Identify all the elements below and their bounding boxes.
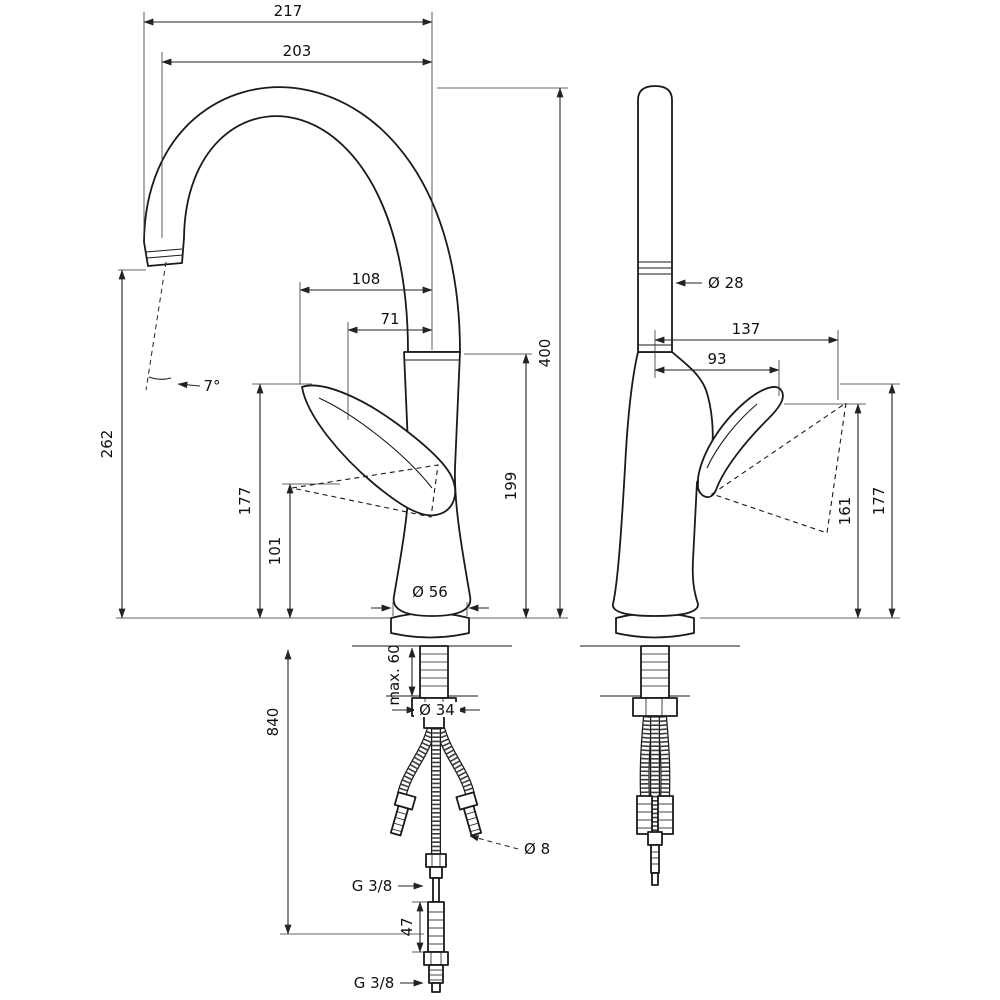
front-view <box>143 86 512 993</box>
spout-angle-line <box>145 261 167 391</box>
dim-label-177-side: 177 <box>870 487 888 516</box>
aerator-line <box>146 254 184 259</box>
dim-label-spout-reach: 203 <box>283 42 312 60</box>
dim-label-71: 71 <box>380 310 399 328</box>
handle-side <box>697 386 784 498</box>
dim-label-hole-diameter: Ø 34 <box>419 701 455 719</box>
dim-label-overall-height: 400 <box>536 339 554 368</box>
side-view <box>580 85 847 886</box>
dimension-labels: 217 203 108 71 400 262 177 101 199 Ø 56 … <box>98 2 888 992</box>
handle-front <box>301 384 457 517</box>
dim-label-supply-thread: G 3/8 <box>352 877 393 895</box>
supply-hoses-front <box>402 728 470 856</box>
hose-fitting-right <box>455 791 483 837</box>
dim-label-161: 161 <box>836 497 854 526</box>
hose-fitting-left <box>389 791 417 837</box>
extension-lines <box>116 12 900 953</box>
dim-label-outlet-height: 262 <box>98 430 116 459</box>
dim-label-93: 93 <box>707 350 726 368</box>
dim-label-spout-angle: 7° <box>203 377 220 395</box>
dim-label-max-counter: max. 60 <box>385 644 403 705</box>
dim-label-hose-length: 840 <box>264 708 282 737</box>
handle-front-alt-position <box>291 464 439 518</box>
hose-fittings-side <box>636 795 674 886</box>
dim-label-177-front: 177 <box>236 487 254 516</box>
dim-label-47: 47 <box>398 917 416 936</box>
handle-side-alt-position <box>710 401 847 534</box>
dim-label-base-diameter: Ø 56 <box>412 583 448 601</box>
aerator-line <box>145 248 183 253</box>
dim-label-spout-diameter: Ø 28 <box>708 274 744 292</box>
dim-label-101: 101 <box>266 537 284 566</box>
dim-label-108: 108 <box>352 270 381 288</box>
dim-label-199: 199 <box>502 472 520 501</box>
dim-label-overall-width: 217 <box>274 2 303 20</box>
spout-front <box>143 86 461 353</box>
center-hose-connector <box>423 853 449 993</box>
dimension-lines <box>118 18 896 987</box>
dim-label-supply-thread-bottom: G 3/8 <box>354 974 395 992</box>
mounting-shank-side <box>632 645 678 717</box>
body-side <box>612 351 714 617</box>
dim-label-hose-diameter: Ø 8 <box>524 840 550 858</box>
dim-label-137: 137 <box>732 320 761 338</box>
spout-side <box>637 85 673 353</box>
